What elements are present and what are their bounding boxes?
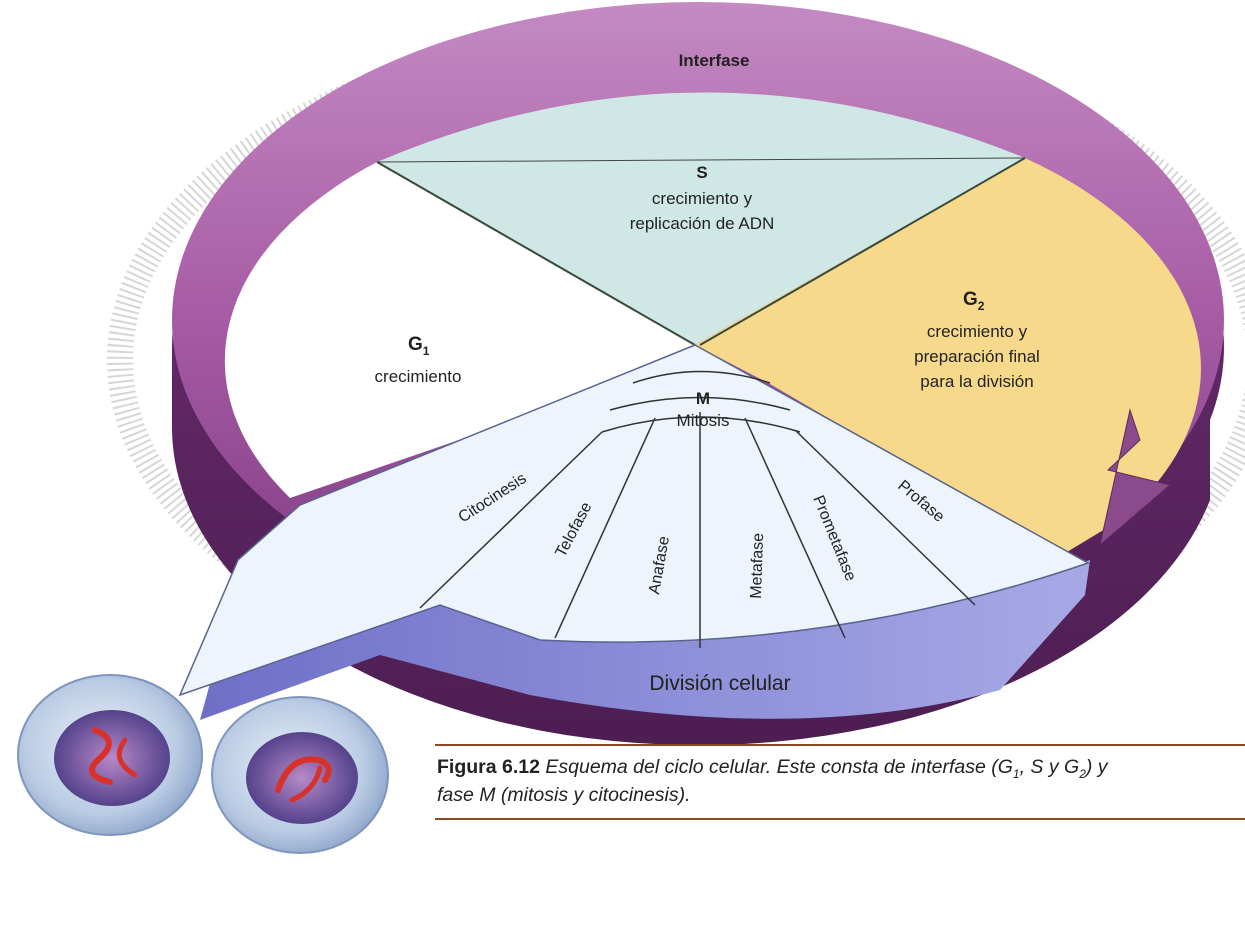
g1-phase-desc: crecimiento (375, 367, 462, 386)
s-phase-name: S (696, 163, 707, 182)
daughter-cell-right (211, 696, 389, 854)
g2-sector (695, 158, 1201, 555)
s-phase-line2: replicación de ADN (630, 214, 775, 233)
g2-phase-line1: crecimiento y (927, 322, 1028, 341)
g2-phase-line3: para la división (920, 372, 1033, 391)
division-arrow (178, 344, 1090, 697)
s-top-edge (376, 157, 1026, 163)
interphase-label: Interfase (679, 51, 750, 70)
figure-caption: Figura 6.12 Esquema del ciclo celular. E… (435, 744, 1245, 821)
s-g2-divider (699, 157, 1026, 346)
m-arc (632, 370, 771, 384)
division-label: División celular (649, 672, 790, 695)
s-sector (377, 92, 1025, 345)
s-phase-line1: crecimiento y (652, 189, 753, 208)
mitosis-top-arc (609, 396, 791, 411)
s-g1-divider (376, 161, 696, 346)
daughter-cell-left (17, 674, 203, 836)
subphase-metafase: Metafase (748, 533, 767, 599)
g1-sector (224, 162, 695, 498)
m-phase-name: M (696, 389, 710, 408)
g2-phase-line2: preparación final (914, 347, 1040, 366)
ring-arrowhead (1099, 408, 1172, 547)
mitosis-label: Mitosis (677, 411, 730, 430)
inner-disc (224, 92, 1201, 555)
division-arrow-side (200, 560, 1090, 720)
g1-phase-name: G1 (408, 334, 430, 358)
g2-phase-name: G2 (963, 289, 985, 313)
caption-text: Esquema del ciclo celular. Este consta d… (437, 756, 1108, 807)
subphase-dividers (419, 412, 976, 648)
caption-label: Figura 6.12 (437, 756, 540, 778)
